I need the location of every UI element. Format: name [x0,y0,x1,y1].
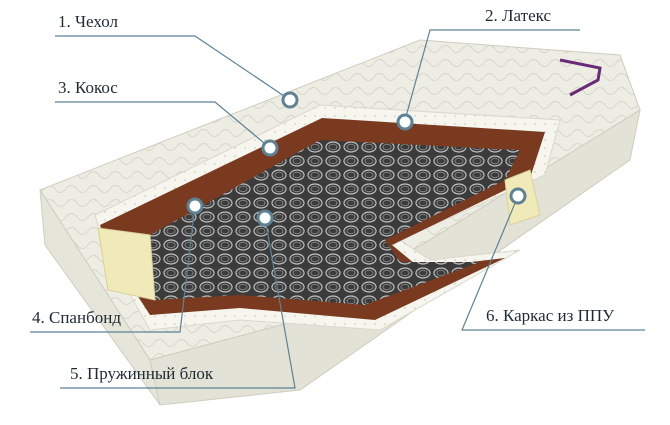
label-springs: 5. Пружинный блок [70,364,214,383]
mattress-right-side [149,108,641,406]
leader-lines [30,29,645,389]
marker-latex [396,113,414,131]
marker-coir [261,139,279,157]
label-frame: 6. Каркас из ППУ [486,306,615,325]
label-coir: 3. Кокос [58,78,118,97]
label-latex: 2. Латекс [485,6,551,25]
marker-cover [281,91,299,109]
marker-frame [509,187,527,205]
foam-frame-left [97,227,156,301]
marker-springs [256,209,274,227]
markers [186,91,527,227]
spring-block [150,140,520,305]
marker-spunbond [186,197,204,215]
label-cover: 1. Чехол [58,12,118,31]
brand-ribbon [559,58,602,97]
label-spunbond: 4. Спанбонд [32,308,121,327]
